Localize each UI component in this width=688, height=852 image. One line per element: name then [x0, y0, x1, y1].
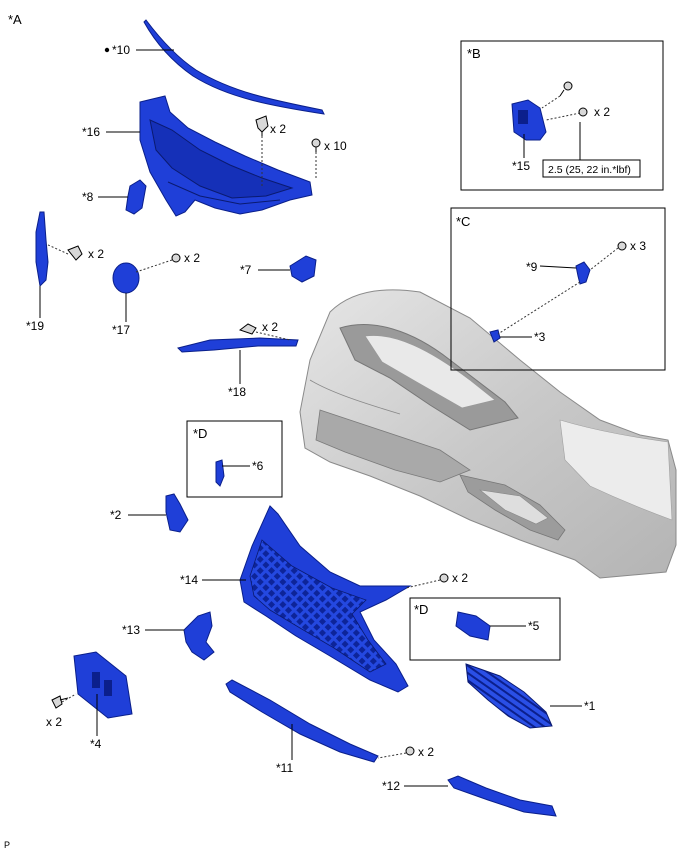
label-part-2: *2: [110, 508, 122, 522]
label-part-9: *9: [526, 260, 538, 274]
label-part-10: *10: [112, 43, 130, 57]
front-bumper-cover: [299, 289, 677, 579]
qty-screw-17: x 2: [184, 251, 200, 265]
screw-9: [617, 241, 627, 251]
part-13-bracket: [183, 611, 215, 661]
label-part-6: *6: [252, 459, 264, 473]
qty-clip-16: x 2: [270, 122, 286, 136]
part-1-fog-grille: [465, 663, 553, 729]
screw-16: [311, 138, 321, 152]
label-part-4: *4: [90, 737, 102, 751]
part-14-radiator-grille: [239, 505, 412, 693]
view-c-frame: [450, 207, 666, 371]
part-10-upper-molding: [143, 19, 325, 115]
screw-15-top: [559, 81, 573, 97]
label-part-15: *15: [512, 159, 530, 173]
part-7-bracket: [289, 255, 317, 283]
torque-spec-text: 2.5 (25, 22 in.*lbf): [548, 164, 631, 176]
qty-screw-14: x 2: [452, 571, 468, 585]
label-part-1: *1: [584, 699, 596, 713]
part-19-side-seal: [35, 211, 49, 288]
qty-screw-15: x 2: [594, 105, 610, 119]
view-d-frame-lower: [409, 597, 561, 661]
view-label-a: *A: [8, 12, 22, 27]
screw-14: [439, 573, 449, 583]
qty-clip-19: x 2: [88, 247, 104, 261]
part-8-bracket: [125, 179, 147, 215]
part-5-cover: [455, 611, 491, 641]
view-label-b: *B: [467, 46, 481, 61]
label-part-5: *5: [528, 619, 540, 633]
qty-screw-11: x 2: [418, 745, 434, 759]
labels: *A *B *C *D *D *10 *16 *8 *19 *17 *7 *18…: [4, 12, 646, 850]
label-part-7: *7: [240, 263, 252, 277]
qty-screw-9: x 3: [630, 239, 646, 253]
part-18-molding: [177, 337, 299, 353]
part-12-side-molding: [447, 775, 557, 817]
corner-code: P: [4, 840, 10, 850]
label-part-8: *8: [82, 190, 94, 204]
bolt-4: [51, 695, 69, 709]
install-lines: [45, 95, 619, 759]
clip-19: [67, 245, 83, 261]
part-15-bracket: [511, 99, 547, 141]
view-label-d-lower: *D: [414, 602, 428, 617]
screw-17: [171, 253, 181, 263]
label-part-19: *19: [26, 319, 44, 333]
clip-18: [238, 323, 257, 335]
marker-dot-10: [104, 47, 110, 53]
part-6-bracket: [215, 459, 225, 487]
label-part-13: *13: [122, 623, 140, 637]
label-part-18: *18: [228, 385, 246, 399]
label-part-16: *16: [82, 125, 100, 139]
part-2-bracket: [165, 493, 189, 533]
part-17-cover-cap: [112, 262, 140, 294]
label-part-3: *3: [534, 330, 546, 344]
qty-screw-16: x 10: [324, 139, 347, 153]
part-3-clip: [489, 329, 501, 343]
part-16-grille-support: [139, 95, 313, 217]
part-4-license-bracket: [73, 651, 133, 719]
part-11-lower-molding: [225, 679, 379, 763]
clip-16: [255, 115, 269, 136]
view-label-c: *C: [456, 214, 470, 229]
screw-15-side: [578, 107, 588, 117]
label-part-12: *12: [382, 779, 400, 793]
label-part-17: *17: [112, 323, 130, 337]
view-d-frame-upper: [186, 420, 283, 498]
qty-clip-18: x 2: [262, 320, 278, 334]
leader-lines: [39, 49, 582, 787]
qty-bolt-4: x 2: [46, 715, 62, 729]
label-part-11: *11: [276, 761, 293, 775]
part-9-bracket: [575, 261, 591, 285]
torque-spec-box: [542, 159, 641, 178]
screw-11: [405, 746, 415, 756]
view-label-d-upper: *D: [193, 426, 207, 441]
label-part-14: *14: [180, 573, 198, 587]
view-b-frame: [460, 40, 664, 191]
